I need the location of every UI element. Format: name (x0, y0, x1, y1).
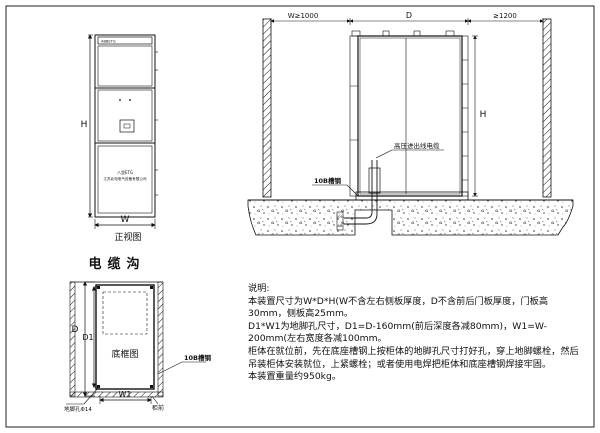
note-dimensions: 本装置尺寸为W*D*H(W不含左右侧板厚度，D不含前后门板厚度，门板高30mm，… (248, 295, 549, 320)
hv-cable-label: 高压进出线电缆 (394, 141, 440, 150)
cable-opening (102, 291, 148, 335)
height-dimension-label: H (81, 120, 88, 130)
channel-label: 10B槽钢 (184, 353, 211, 362)
upper-panel (97, 45, 153, 87)
wall-left (262, 18, 272, 198)
front-clearance-label: ≥1200 (493, 12, 517, 20)
trench-wall-left (69, 281, 76, 397)
meter-window (119, 119, 135, 133)
cabinet-front-outline (94, 34, 156, 218)
indicator-dot (129, 99, 131, 101)
pit-marker-label-2: AB (338, 224, 343, 228)
hv-cable (344, 160, 373, 219)
cable-entry-box (368, 167, 381, 194)
side-view: W≥1000 D ≥1200 H 高压进出线电缆 10B槽钢 10% AB (247, 11, 574, 236)
rear-clearance-label: W≥1000 (288, 12, 319, 20)
width-dimension-label: W (121, 215, 130, 225)
cable-trench-view: 电缆沟 底框图 D D1 W1 10B槽钢 地脚孔Φ14 柜前 (64, 256, 211, 413)
cabinet-side (357, 35, 463, 197)
trench-wall-right (157, 281, 164, 397)
trench-title: 电缆沟 (88, 256, 145, 272)
base-frame-label: 底框图 (111, 348, 138, 360)
ground-soil (247, 199, 574, 236)
door-company-line: 江苏北电电气设备有限公司 (103, 176, 147, 181)
trench-floor (69, 391, 164, 398)
front-edge-leader (151, 395, 159, 405)
note-bolt-holes: D1*W1为地脚孔尺寸，D1=D-160mm(前后深度各减80mm)，W1=W-… (248, 320, 547, 345)
depth-dimension-label: D (72, 325, 79, 335)
d1-dimension-label: D1 (82, 333, 93, 342)
channel-leader (157, 361, 183, 375)
front-view: ABBETG 八里ETG 江苏北电电气设备有限公司 H W 正视图 (81, 34, 158, 243)
indicator-dot (119, 99, 121, 101)
w1-dimension-label: W1 (119, 390, 132, 399)
door-brand-line: 八里ETG (117, 169, 133, 175)
cable-label-leader (375, 149, 393, 159)
base-channel-steel (355, 191, 469, 201)
top-plate-label: ABBETG (101, 40, 116, 44)
lower-door (97, 145, 153, 214)
sheet-border (5, 5, 595, 428)
bolt-hole-leader (83, 387, 99, 405)
depth-label: D (406, 11, 412, 20)
side-channel-label: 10B槽钢 (314, 176, 341, 185)
note-installation: 柜体在就位前，先在底座槽钢上按柜体的地脚孔尺寸打好孔，穿上地脚螺栓，然后吊装柜体… (248, 345, 579, 370)
front-edge-label: 柜前 (152, 404, 164, 412)
cabinet-top-plate (97, 36, 153, 45)
side-channel-leader (346, 184, 359, 197)
notes-heading: 说明: (248, 283, 270, 294)
middle-panel (97, 89, 153, 142)
pit-marker (336, 211, 344, 231)
side-height-label: H (480, 110, 487, 120)
wall-right (542, 18, 552, 198)
note-weight: 本装置重量约950kg。 (248, 371, 342, 383)
front-view-caption: 正视图 (114, 231, 141, 243)
pit-marker-label: 10% (336, 215, 345, 219)
bolt-hole-label: 地脚孔Φ14 (64, 405, 92, 413)
base-frame-outline (95, 284, 155, 390)
installation-notes: 说明: 本装置尺寸为W*D*H(W不含左右侧板厚度，D不含前后门板厚度，门板高3… (248, 283, 580, 384)
